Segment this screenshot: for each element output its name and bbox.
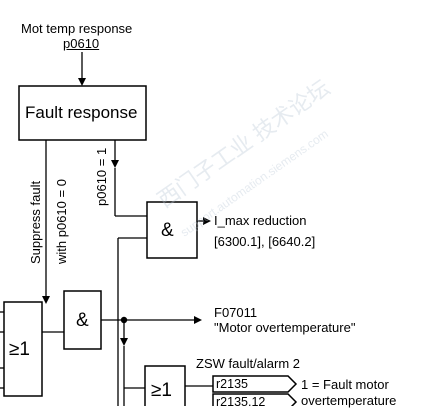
fault-text: "Motor overtemperature" xyxy=(214,320,356,335)
and-top-box xyxy=(146,201,198,259)
r2135-12-tag xyxy=(212,393,298,406)
arrow-head xyxy=(111,160,119,168)
or-bottom-label: ≥1 xyxy=(151,380,172,401)
r2135-label: r2135 xyxy=(216,377,248,391)
and-top-label: & xyxy=(161,220,174,241)
r2135-12-label: r2135.12 xyxy=(216,395,266,409)
arrow-head xyxy=(78,78,86,86)
fault-response-label: Fault response xyxy=(25,103,138,122)
arrow-head xyxy=(120,338,128,346)
fault-motor-label-1: 1 = Fault motor xyxy=(301,377,389,392)
arrow-head xyxy=(42,296,50,304)
suppress-label-1: Suppress fault xyxy=(28,180,43,264)
arrow-head xyxy=(194,316,202,324)
or-left-box xyxy=(3,301,43,397)
and-mid-label: & xyxy=(76,310,89,331)
or-bottom-box xyxy=(144,365,186,406)
p0610-one-label: p0610 = 1 xyxy=(94,147,109,206)
imax-label: I_max reduction xyxy=(214,213,307,228)
arrow-head xyxy=(203,217,211,225)
imax-ref: [6300.1], [6640.2] xyxy=(214,234,316,249)
param-label: p0610 xyxy=(63,36,100,51)
zsw-label: ZSW fault/alarm 2 xyxy=(196,356,301,371)
title-label: Mot temp response xyxy=(21,21,133,36)
suppress-label-2: with p0610 = 0 xyxy=(54,179,69,264)
r2135-tag xyxy=(212,375,298,393)
fault-motor-label-2: overtemperature xyxy=(301,393,397,408)
or-left-label: ≥1 xyxy=(9,339,30,360)
fault-code: F07011 xyxy=(214,305,258,320)
fault-response-box xyxy=(18,85,147,141)
